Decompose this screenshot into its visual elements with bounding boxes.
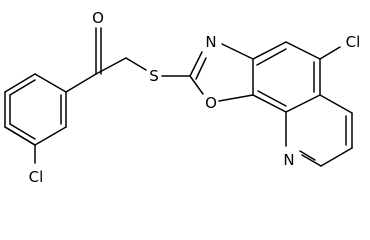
molecule-structure: O S N O Cl N Cl — [4, 9, 361, 186]
sulfur-label: S — [149, 67, 159, 85]
pyridine-nitrogen-label: N — [283, 151, 294, 169]
oxazole-oxygen-label: O — [205, 94, 217, 112]
bond-lines — [4, 27, 353, 167]
phenyl-chlorine-label: Cl — [29, 168, 44, 186]
atom-labels: O S N O Cl N Cl — [29, 9, 361, 186]
carbonyl-oxygen-label: O — [92, 9, 104, 27]
oxazole-nitrogen-label: N — [205, 33, 216, 51]
quinoline-chlorine-label: Cl — [346, 33, 361, 51]
